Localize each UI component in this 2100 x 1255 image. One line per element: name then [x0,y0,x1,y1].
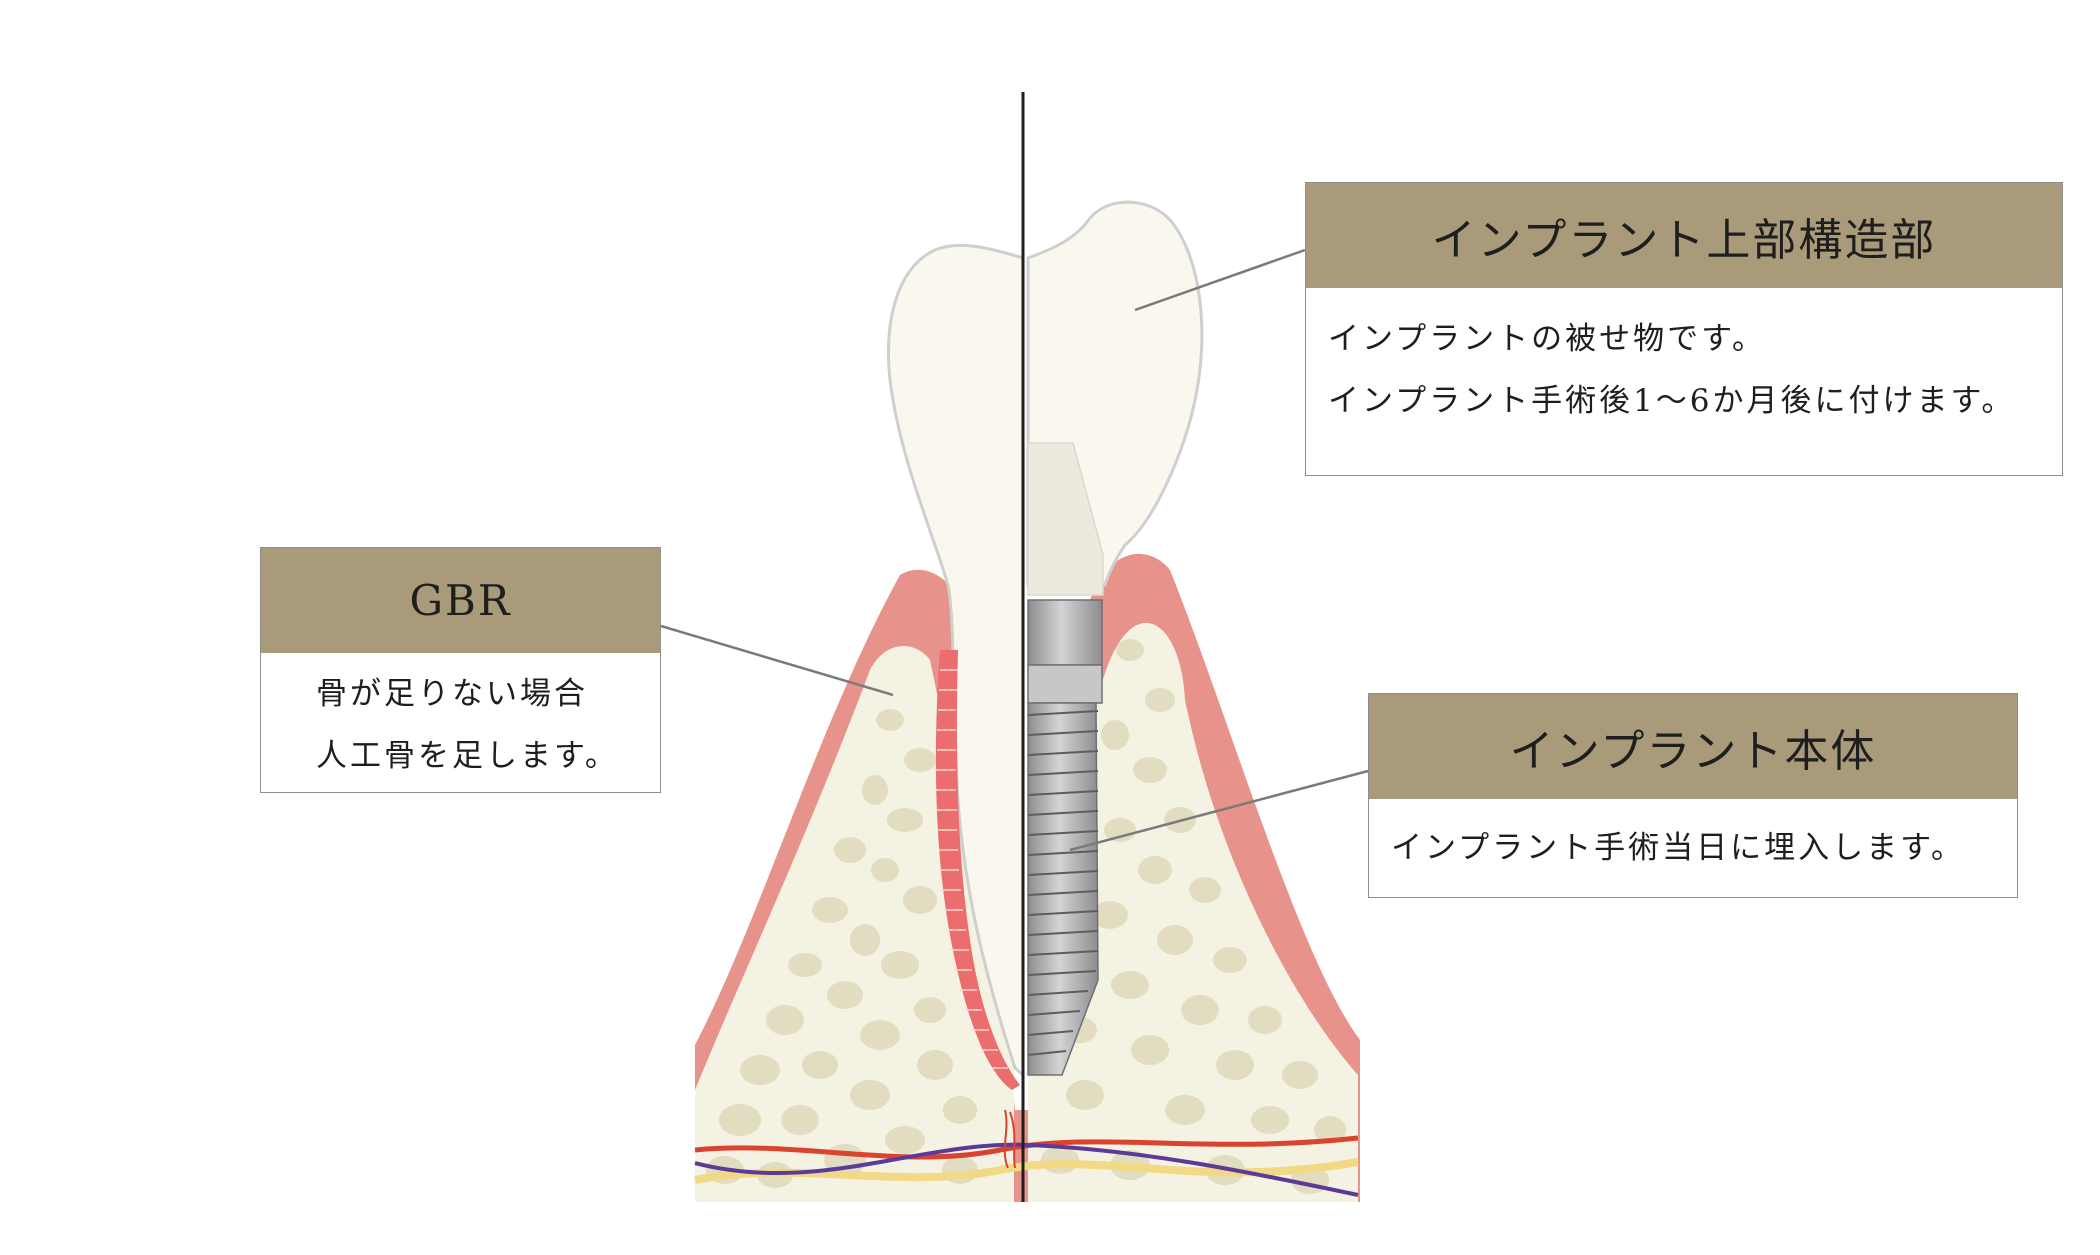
root-vessels [1003,1109,1016,1169]
leader-line-gbr [660,624,894,697]
callout-gbr-title: GBR [261,548,660,653]
callout-crown-line-2: インプラント手術後1～6か月後に付けます。 [1328,383,2016,419]
callout-fixture: インプラント本体 インプラント手術当日に埋入します。 [1368,693,2018,898]
vein [694,1142,1359,1197]
leader-line-crown [1134,248,1306,312]
implant-fixture [1027,702,1099,1076]
artery [694,1135,1359,1160]
callout-crown-title: インプラント上部構造部 [1306,183,2062,288]
implant-threads [1027,710,1099,1056]
callout-crown: インプラント上部構造部 インプラントの被せ物です。 インプラント手術後1～6か月… [1305,182,2063,476]
callout-gbr-line-2: 人工骨を足します。 [316,738,619,774]
bone-cells [706,639,1346,1194]
implant-collar [1027,599,1103,666]
callout-crown-body: インプラントの被せ物です。 インプラント手術後1～6か月後に付けます。 [1306,288,2062,432]
callout-gbr-line-1: 骨が足りない場合 [316,676,588,712]
jaw-bone [695,622,1358,1202]
gbr-graft [935,650,1020,1090]
callout-fixture-title: インプラント本体 [1369,694,2017,799]
leader-line-fixture [1069,769,1369,852]
callout-crown-line-1: インプラントの被せ物です。 [1328,321,1766,357]
callout-fixture-line-1: インプラント手術当日に埋入します。 [1391,830,1965,866]
callout-gbr: GBR 骨が足りない場合 人工骨を足します。 [260,547,661,793]
callout-fixture-body: インプラント手術当日に埋入します。 [1369,799,2017,879]
callout-gbr-body: 骨が足りない場合 人工骨を足します。 [261,653,660,787]
abutment [1027,442,1104,596]
